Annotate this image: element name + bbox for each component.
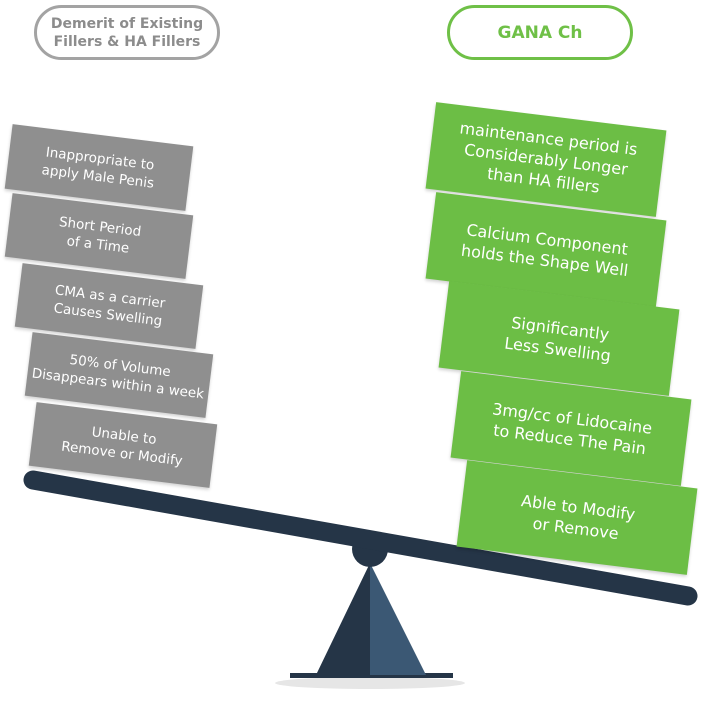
- gana-item-4-label: 3mg/cc of Lidocaine to Reduce The Pain: [491, 398, 654, 458]
- demerit-item-3-label: CMA as a carrier Causes Swelling: [52, 282, 167, 330]
- demerit-header-label: Demerit of Existing Fillers & HA Fillers: [50, 15, 204, 50]
- gana-item-3-label: Significantly Less Swelling: [503, 312, 612, 365]
- gana-header: GANA Ch: [447, 5, 633, 60]
- demerit-item-2-label: Short Period of a Time: [58, 214, 143, 257]
- demerit-item-1-label: Inappropriate to apply Male Penis: [40, 143, 156, 192]
- demerit-header: Demerit of Existing Fillers & HA Fillers: [34, 5, 220, 60]
- demerit-item-5-label: Unable to Remove or Modify: [60, 424, 184, 470]
- gana-item-1-label: maintenance period is Considerably Longe…: [458, 118, 639, 197]
- ground-shadow: [275, 677, 465, 689]
- gana-header-label: GANA Ch: [497, 22, 583, 43]
- gana-item-5-label: Able to Modify or Remove: [520, 490, 637, 543]
- fulcrum-right-face: [370, 563, 426, 675]
- seesaw-beam: [23, 470, 698, 606]
- demerit-item-4-label: 50% of Volume Disappears within a week: [30, 351, 205, 403]
- fulcrum-base: [290, 673, 453, 678]
- gana-item-2-label: Calcium Component holds the Shape Well: [460, 219, 630, 280]
- fulcrum-left-face: [316, 563, 370, 675]
